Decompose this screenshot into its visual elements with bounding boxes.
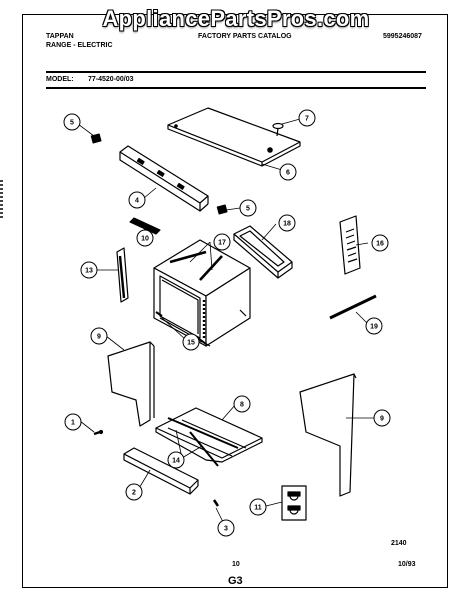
svg-text:18: 18: [283, 221, 291, 228]
callout-5-lower: 5: [239, 199, 257, 217]
header-rule-top: [46, 71, 426, 73]
svg-text:15: 15: [187, 340, 195, 347]
catalog-title: FACTORY PARTS CATALOG: [198, 33, 292, 40]
scan-artifact: [0, 180, 3, 220]
part-grommet: [272, 122, 284, 137]
callout-15: 15: [182, 333, 200, 351]
category-label: RANGE - ELECTRIC: [46, 42, 113, 49]
callout-8: 8: [233, 395, 251, 413]
part-top-panel: [167, 107, 301, 167]
callout-9-right: 9: [373, 409, 391, 427]
callout-3: 3: [217, 519, 235, 537]
callout-16: 16: [371, 234, 389, 252]
svg-text:7: 7: [305, 116, 309, 123]
svg-text:16: 16: [376, 241, 384, 248]
svg-text:3: 3: [224, 526, 228, 533]
callout-19: 19: [365, 317, 383, 335]
header-rule-bottom: [46, 87, 426, 89]
part-front-trim: [119, 145, 209, 212]
svg-text:2: 2: [132, 490, 136, 497]
part-small-clip: [212, 499, 220, 507]
svg-text:13: 13: [85, 268, 93, 275]
part-screw: [93, 429, 104, 436]
callout-7: 7: [298, 109, 316, 127]
part-door-frame: [233, 225, 293, 279]
part-lower-rails: [167, 417, 239, 467]
part-side-panel-right: [299, 373, 357, 497]
callout-18: 18: [278, 214, 296, 232]
part-oven-cavity: [153, 239, 251, 347]
part-clip-lower: [216, 204, 228, 215]
leader-lines: [77, 118, 374, 525]
page-number: 10: [232, 561, 240, 568]
brand-label: TAPPAN: [46, 33, 74, 40]
svg-text:17: 17: [218, 240, 226, 247]
catalog-number: 5995246087: [383, 33, 422, 40]
callout-6: 6: [279, 163, 297, 181]
svg-text:5: 5: [70, 120, 74, 127]
part-terminal-block: [281, 485, 307, 521]
part-support-feet: [155, 311, 207, 345]
callout-1: 1: [64, 413, 82, 431]
revision-date: 10/93: [398, 561, 416, 568]
callout-13: 13: [80, 261, 98, 279]
part-side-strip: [116, 247, 129, 303]
callout-10: 10: [136, 229, 154, 247]
figure-code: 2140: [391, 540, 407, 547]
svg-text:14: 14: [172, 458, 180, 465]
svg-text:10: 10: [141, 236, 149, 243]
svg-text:5: 5: [246, 206, 250, 213]
watermark: AppliancePartsPros.com: [102, 6, 370, 31]
model-label: MODEL:: [46, 76, 74, 83]
part-rod: [329, 294, 377, 320]
callout-2: 2: [125, 483, 143, 501]
svg-text:9: 9: [380, 416, 384, 423]
part-vent-panel: [339, 215, 361, 275]
callout-14: 14: [167, 451, 185, 469]
callout-5-upper: 5: [63, 113, 81, 131]
callout-11: 11: [249, 498, 267, 516]
section-code: G3: [228, 575, 243, 587]
callout-9-left: 9: [90, 327, 108, 345]
model-value: 77-4520-00/03: [88, 76, 134, 83]
svg-text:1: 1: [71, 420, 75, 427]
svg-text:11: 11: [254, 505, 262, 512]
part-bottom-panel: [155, 407, 263, 463]
callout-17: 17: [213, 233, 231, 251]
svg-text:4: 4: [135, 198, 139, 205]
callout-4: 4: [128, 191, 146, 209]
part-side-panel-left: [107, 341, 155, 427]
svg-text:6: 6: [286, 170, 290, 177]
svg-text:8: 8: [240, 402, 244, 409]
part-kick-plate: [123, 447, 199, 495]
svg-text:9: 9: [97, 334, 101, 341]
svg-text:19: 19: [370, 324, 378, 331]
